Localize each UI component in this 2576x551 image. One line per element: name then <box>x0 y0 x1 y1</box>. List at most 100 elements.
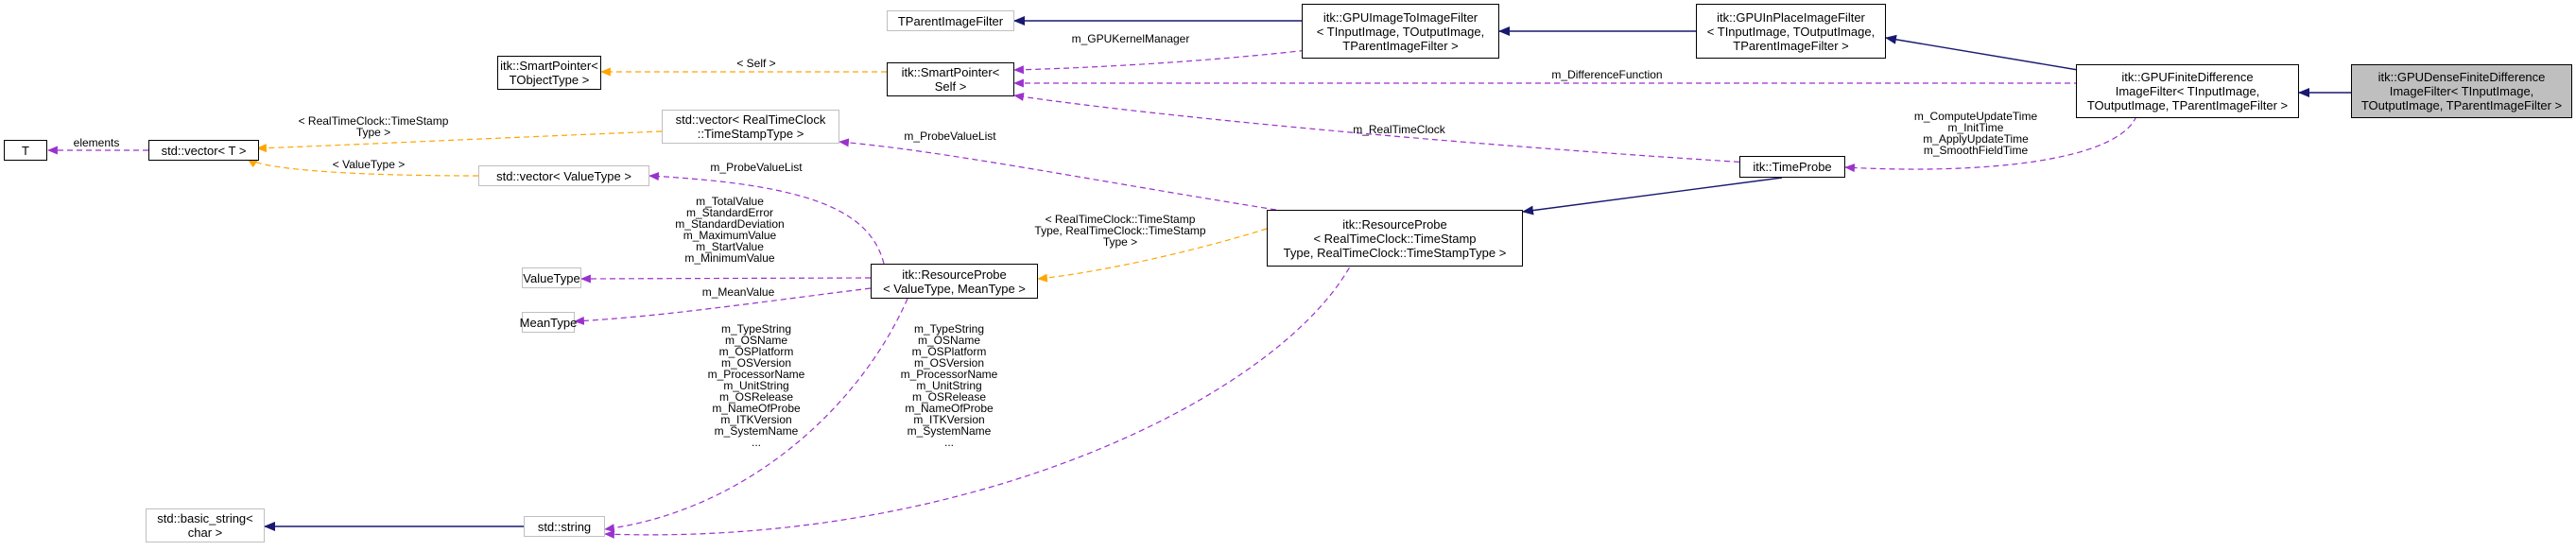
label-mean-value: m_MeanValue <box>702 285 775 299</box>
node-smartpointer-tobjecttype[interactable]: itk::SmartPointer< TObjectType > <box>497 56 601 90</box>
node-label: T <box>22 143 29 158</box>
node-t[interactable]: T <box>4 140 47 161</box>
edge-label-line: m_OSName <box>725 334 787 347</box>
edge-label-line: m_RealTimeClock <box>1353 123 1446 136</box>
edge-label-line: m_DifferenceFunction <box>1551 68 1662 81</box>
edge-vector-valuetype-to-vector-t <box>247 158 479 177</box>
node-vector-timestamptype[interactable]: std::vector< RealTimeClock ::TimeStampTy… <box>662 110 839 144</box>
edge-resourceprobe-ts-to-vector-timestamp <box>838 138 1277 211</box>
inheritance-edges <box>264 16 2351 531</box>
edge-label-line: m_TypeString <box>721 322 791 336</box>
edge-label-line: m_ProbeValueList <box>904 129 996 143</box>
node-label: < TInputImage, TOutputImage, <box>1316 24 1485 39</box>
node-label: itk::ResourceProbe <box>902 267 1007 282</box>
edge-label-line: < RealTimeClock::TimeStamp <box>1046 213 1196 226</box>
node-resourceprobe-timestamp[interactable]: itk::ResourceProbe < RealTimeClock::Time… <box>1267 210 1523 267</box>
node-label: std::vector< RealTimeClock <box>675 112 826 127</box>
node-label: std::string <box>537 519 592 534</box>
edge-vector-timestamp-to-vector-t <box>256 130 663 153</box>
label-real-time-clock: m_RealTimeClock <box>1353 123 1446 136</box>
node-timeprobe[interactable]: itk::TimeProbe <box>1739 156 1845 178</box>
label-elements: elements <box>74 136 120 149</box>
node-tparentimagefilter[interactable]: TParentImageFilter <box>887 10 1014 31</box>
node-label: itk::GPUDenseFiniteDifference <box>2377 70 2546 84</box>
edge-label-line: Type, RealTimeClock::TimeStamp <box>1034 224 1205 237</box>
node-smartpointer-self[interactable]: itk::SmartPointer< Self > <box>887 62 1014 96</box>
edge-label-line: m_GPUKernelManager <box>1072 32 1190 45</box>
edge-label-line: m_NameOfProbe <box>905 402 994 415</box>
edge-label-line: m_OSName <box>918 334 980 347</box>
edge-label-line: m_InitTime <box>1948 121 2004 134</box>
edge-label-line: m_SmoothFieldTime <box>1924 144 2029 157</box>
edge-label-line: m_StandardDeviation <box>675 217 784 231</box>
label-difference-function: m_DifferenceFunction <box>1551 68 1662 81</box>
edge-gpufinite-to-gpuinplace <box>1885 34 2090 73</box>
edge-gpufinite-to-timeprobe <box>1844 115 2137 173</box>
node-vector-valuetype[interactable]: std::vector< ValueType > <box>478 165 649 186</box>
node-gpuimagetoimagefilter[interactable]: itk::GPUImageToImageFilter < TInputImage… <box>1302 4 1499 59</box>
edge-label-line: m_ComputeUpdateTime <box>1914 110 2038 123</box>
node-label: itk::SmartPointer< <box>901 65 1000 79</box>
node-vector-t[interactable]: std::vector< T > <box>148 140 259 161</box>
edge-label-line: m_OSVersion <box>721 356 791 370</box>
edge-label-line: < Self > <box>736 57 775 70</box>
edge-label-line: m_ProcessorName <box>708 368 805 381</box>
edge-gpuimagetoimage-to-smartptr-self <box>1013 43 1362 75</box>
edge-label-line: m_StandardError <box>686 206 773 219</box>
node-gpuinplaceimagefilter[interactable]: itk::GPUInPlaceImageFilter < TInputImage… <box>1696 4 1886 59</box>
node-gpufinitedifferenceimagefilter[interactable]: itk::GPUFiniteDifference ImageFilter< TI… <box>2076 64 2299 118</box>
edge-label-line: m_ITKVersion <box>913 413 984 426</box>
edge-label-line: m_TypeString <box>914 322 984 336</box>
node-valuetype[interactable]: ValueType <box>522 267 581 288</box>
edge-label-line: elements <box>74 136 120 149</box>
node-label: TParentImageFilter <box>897 13 1004 28</box>
edge-resourceprobe-vm-to-valuetype <box>580 274 872 284</box>
edge-labels: elements < Self > < RealTimeClock::TimeS… <box>74 32 2038 449</box>
label-value-type: < ValueType > <box>333 158 406 171</box>
edge-label-line: m_OSRelease <box>719 390 793 404</box>
node-meantype[interactable]: MeanType <box>519 312 578 333</box>
node-resourceprobe-valuetype-meantype[interactable]: itk::ResourceProbe < ValueType, MeanType… <box>871 264 1038 299</box>
edge-label-line: m_ProcessorName <box>901 368 998 381</box>
node-label: ::TimeStampType > <box>697 127 804 141</box>
edge-label-line: m_MeanValue <box>702 285 775 299</box>
edge-resourceprobe-vm-to-string <box>604 298 908 533</box>
node-label: < TInputImage, TOutputImage, <box>1706 24 1876 39</box>
node-label: TObjectType > <box>509 73 590 87</box>
node-label: ImageFilter< TInputImage, <box>2115 84 2260 98</box>
node-label: itk::GPUFiniteDifference <box>2121 70 2254 84</box>
edge-label-line: ... <box>944 436 954 449</box>
node-label: < RealTimeClock::TimeStamp <box>1313 231 1477 246</box>
edge-resourceprobe-ts-to-resourceprobe-vm <box>1037 228 1268 283</box>
edge-label-line: m_SystemName <box>715 424 799 438</box>
template-edges <box>247 67 1268 283</box>
edge-label-line: m_MaximumValue <box>683 229 777 242</box>
node-label: std::basic_string< <box>157 511 253 525</box>
edge-timeprobe-to-resourceprobe-ts <box>1522 177 1783 215</box>
edge-label-line: m_OSPlatform <box>912 345 987 358</box>
node-label: ValueType <box>523 270 580 285</box>
node-basic-string-char[interactable]: std::basic_string< char > <box>146 508 265 542</box>
node-label: < ValueType, MeanType > <box>883 281 1026 296</box>
node-label: itk::GPUInPlaceImageFilter <box>1717 9 1865 25</box>
node-label: ImageFilter< TInputImage, <box>2389 84 2534 98</box>
edge-label-line: m_ProbeValueList <box>710 161 803 174</box>
edge-label-line: m_ITKVersion <box>720 413 791 426</box>
node-label: itk::ResourceProbe <box>1342 216 1447 232</box>
label-self: < Self > <box>736 57 775 70</box>
usage-edges <box>47 43 2137 539</box>
edge-label-line: Type > <box>1103 235 1137 249</box>
edge-label-line: m_OSPlatform <box>719 345 794 358</box>
edge-label-line: m_NameOfProbe <box>712 402 801 415</box>
node-label: itk::TimeProbe <box>1753 160 1832 174</box>
edge-resourceprobe-vm-to-vector-valuetype <box>648 172 885 265</box>
node-label: MeanType <box>519 315 578 330</box>
node-std-string[interactable]: std::string <box>524 516 605 537</box>
node-label: char > <box>187 525 223 540</box>
node-label: Self > <box>934 79 967 94</box>
